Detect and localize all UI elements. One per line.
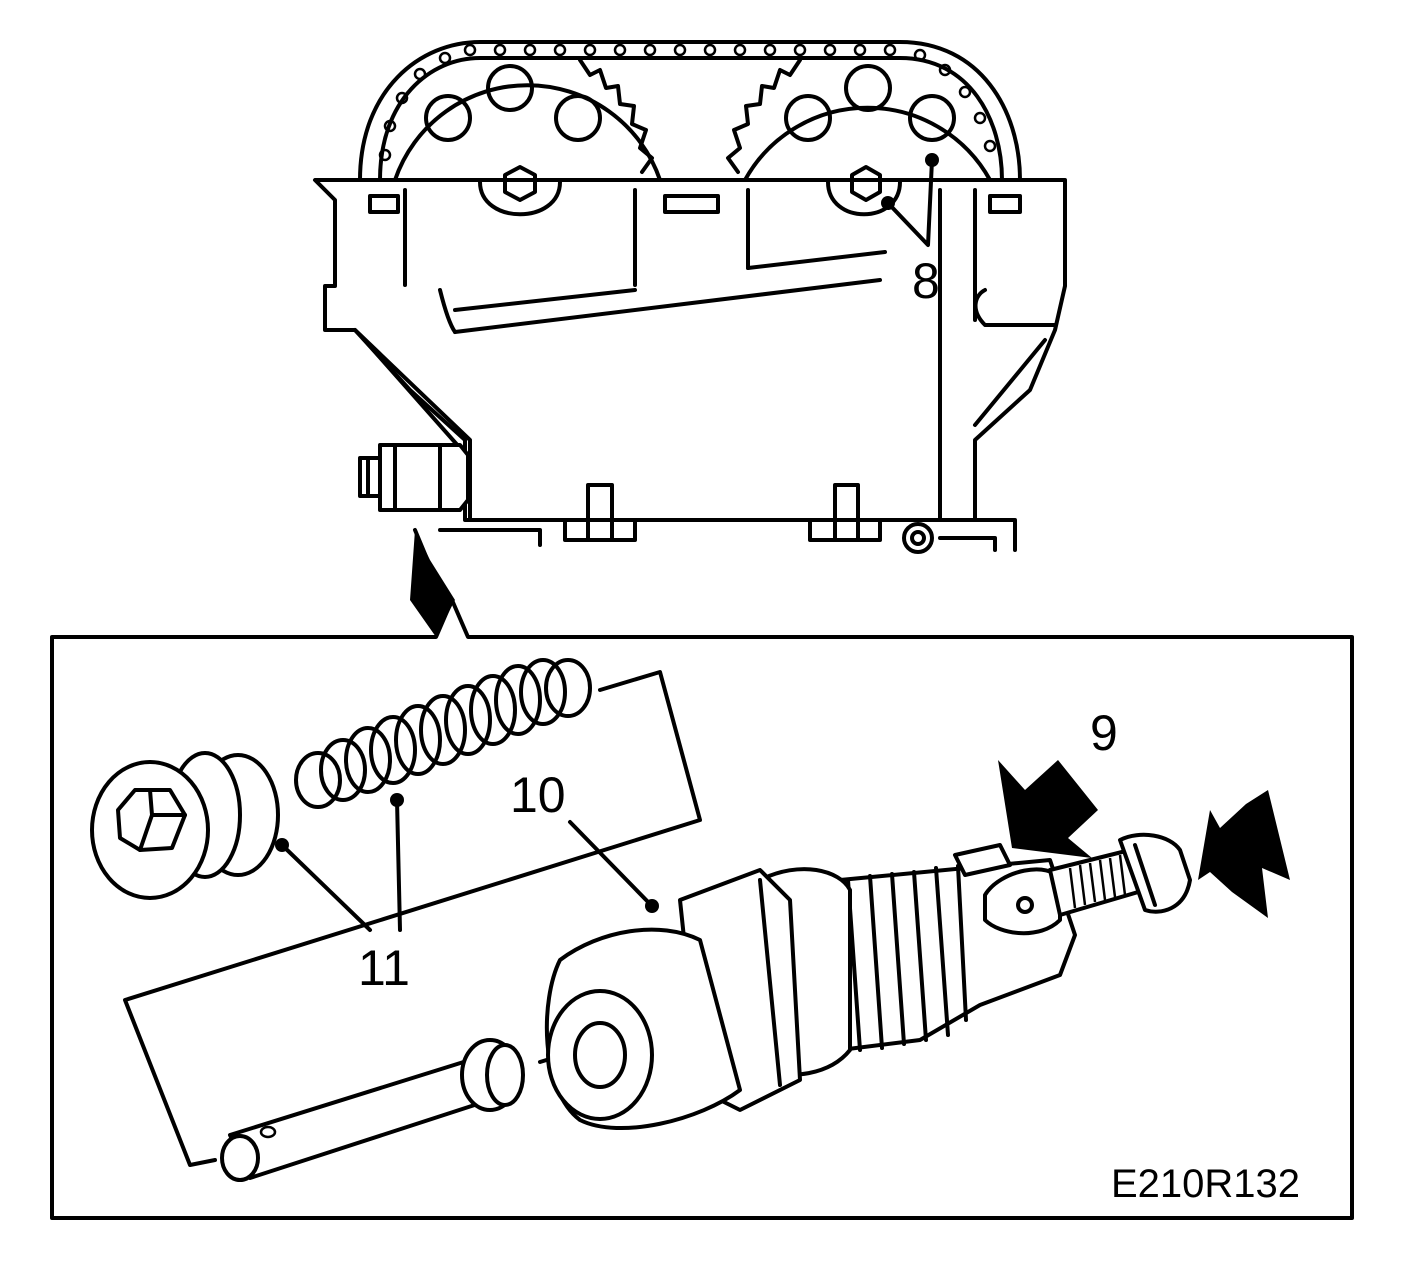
callout-8: 8 <box>912 253 940 309</box>
plug-screw <box>90 751 280 900</box>
left-camshaft-sprocket <box>393 58 662 182</box>
arrow-upper <box>998 760 1098 858</box>
plunger-pin <box>220 1038 525 1182</box>
figure-code: E210R132 <box>1111 1162 1300 1206</box>
right-camshaft-sprocket <box>726 58 992 182</box>
callout-9: 9 <box>1090 705 1118 761</box>
tensioner-body <box>544 832 1192 1131</box>
callout-11: 11 <box>358 940 410 996</box>
timing-chain <box>358 40 1022 182</box>
spring <box>294 658 592 809</box>
cylinder-head <box>313 40 1067 554</box>
arrow-right <box>1198 790 1290 918</box>
callout-10: 10 <box>510 767 566 823</box>
pointer-arrow <box>410 530 455 637</box>
chain-links <box>378 43 997 162</box>
tensioner-parts <box>90 658 1290 1182</box>
